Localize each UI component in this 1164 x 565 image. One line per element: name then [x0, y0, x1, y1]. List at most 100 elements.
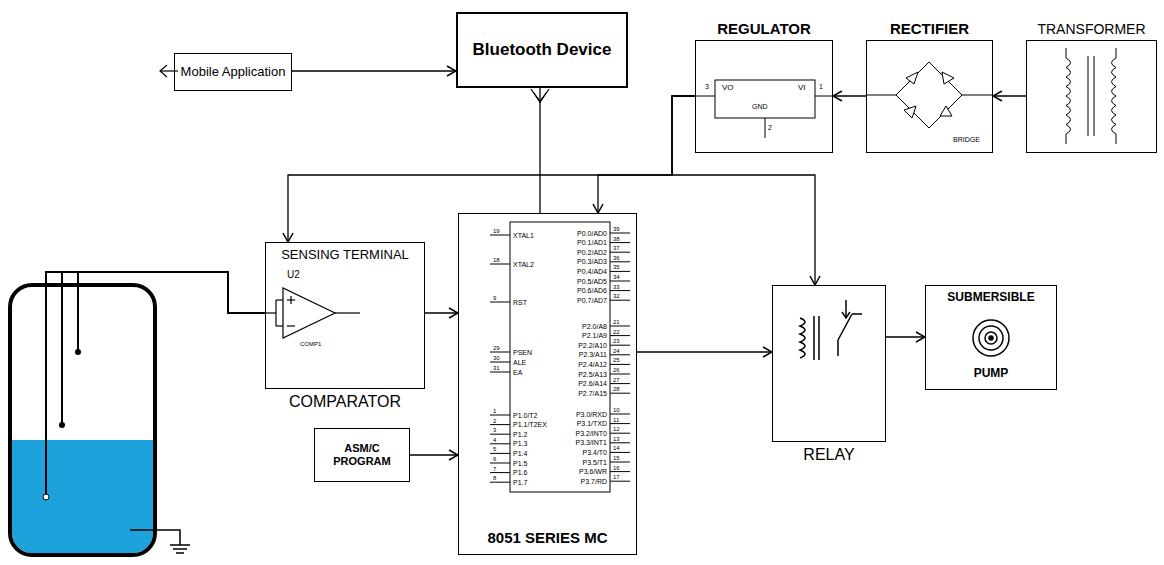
- connector: [637, 351, 772, 352]
- connector: [833, 95, 866, 96]
- regulator-symbol: [695, 80, 833, 138]
- pin-number: 5: [493, 446, 496, 452]
- pin-name: P3.5/T1: [582, 459, 607, 466]
- node-text: SUBMERSIBLE: [947, 291, 1034, 305]
- pin-number: 36: [613, 255, 620, 261]
- node-text: RECTIFIER: [890, 20, 969, 37]
- pin-name: P1.5: [513, 460, 527, 467]
- pin-name: P3.0/RXD: [576, 411, 607, 418]
- relay-symbol: [800, 300, 862, 360]
- connector: [886, 336, 925, 337]
- chip-outline: [510, 222, 610, 492]
- pin-number: 22: [613, 329, 620, 335]
- relay-box: RELAY: [772, 285, 886, 442]
- pin-number: 27: [613, 377, 620, 383]
- pin-number: 11: [613, 417, 619, 423]
- pin-name: P3.7/RD: [581, 478, 607, 485]
- probe-tips: [43, 349, 81, 500]
- pin-number: 34: [613, 274, 620, 280]
- pin-name: XTAL1: [513, 232, 534, 239]
- mobile-stub-arrow: [160, 65, 178, 77]
- connector: [410, 454, 458, 455]
- pin-name: P0.3/AD3: [577, 258, 607, 265]
- node-text: Mobile Application: [177, 65, 290, 80]
- pin-number: 7: [493, 466, 496, 472]
- pin-name: P1.0/T2: [513, 412, 538, 419]
- pin-name: P3.3/INT1: [575, 439, 607, 446]
- pin-number: 38: [613, 236, 620, 242]
- water: [12, 440, 153, 553]
- pin-number: 24: [613, 348, 620, 354]
- transformer-box: TRANSFORMER: [1026, 40, 1157, 153]
- ground-symbol: [130, 530, 190, 553]
- pin-name: P2.2/A10: [578, 342, 607, 349]
- pin-number: 32: [613, 293, 620, 299]
- part-label: VO: [722, 84, 734, 92]
- pin-number: 4: [493, 437, 496, 443]
- pin-number: 12: [613, 426, 620, 432]
- pin-name: P2.0/A8: [582, 323, 607, 330]
- connector: [598, 96, 695, 213]
- pin-name: P1.7: [513, 479, 527, 486]
- pin-number: 14: [613, 445, 620, 451]
- pin-number: 35: [613, 264, 620, 270]
- pin-name: P2.5/A13: [578, 371, 607, 378]
- pin-name: P2.6/A14: [578, 380, 607, 387]
- pin-name: PSEN: [513, 349, 532, 356]
- pin-number: 39: [613, 226, 620, 232]
- pin-name: ALE: [513, 359, 526, 366]
- node-text: SENSING TERMINAL: [281, 248, 409, 263]
- pin-number: 29: [493, 345, 500, 351]
- pump-symbol: [973, 320, 1009, 356]
- pin-number: 13: [613, 436, 620, 442]
- pin-number: 9: [493, 295, 496, 301]
- node-text: REGULATOR: [717, 20, 811, 37]
- pin-number: 2: [493, 418, 496, 424]
- pump-box: SUBMERSIBLE PUMP: [925, 285, 1057, 390]
- pin-number: 21: [613, 319, 620, 325]
- pin-name: EA: [513, 369, 522, 376]
- pin-name: P1.6: [513, 469, 527, 476]
- pin-name: P2.7/A15: [578, 390, 607, 397]
- pin-number: 19: [493, 228, 500, 234]
- pin-name: P0.2/AD2: [577, 249, 607, 256]
- connector: [672, 96, 815, 285]
- pin-number: 18: [493, 257, 500, 263]
- pin-name: P1.3: [513, 440, 527, 447]
- pin-name: P2.3/A11: [579, 351, 607, 358]
- connector: [425, 312, 458, 313]
- node-text: Bluetooth Device: [469, 40, 616, 60]
- connector: [539, 88, 540, 213]
- part-label: GND: [752, 103, 768, 110]
- pin-name: P0.7/AD7: [577, 297, 607, 304]
- part-label: BRIDGE: [953, 136, 980, 143]
- comparator-box: SENSING TERMINALCOMPARATOR: [265, 242, 425, 389]
- node-text: COMPARATOR: [289, 393, 401, 411]
- pin-number: 23: [613, 338, 620, 344]
- pin-name: RST: [513, 299, 527, 306]
- bluetooth-box: Bluetooth Device: [456, 12, 628, 88]
- pin-name: P3.1/TXD: [577, 420, 607, 427]
- node-text: PUMP: [974, 367, 1009, 381]
- pin-name: P3.6/WR: [579, 468, 607, 475]
- transformer-symbol: [1066, 48, 1116, 144]
- pin-number: 25: [613, 357, 620, 363]
- pin-number: 37: [613, 245, 620, 251]
- pin-number: 26: [613, 367, 620, 373]
- part-label: 2: [768, 124, 772, 131]
- pin-name: P1.2: [513, 431, 527, 438]
- pin-name: P1.4: [513, 450, 527, 457]
- pin-name: P0.0/AD0: [577, 230, 607, 237]
- part-label: VI: [798, 84, 806, 92]
- microcontroller-box: 8051 SERIES MC: [458, 213, 637, 555]
- pin-number: 15: [613, 455, 620, 461]
- connector: [292, 70, 456, 71]
- probe-wires: [46, 272, 265, 497]
- pin-number: 8: [493, 475, 496, 481]
- pin-number: 31: [493, 365, 500, 371]
- program-box: ASM/C PROGRAM: [314, 428, 410, 482]
- pin-number: 28: [613, 386, 620, 392]
- part-label: 3: [705, 83, 709, 90]
- pin-number: 10: [613, 407, 620, 413]
- app-box: Mobile Application: [174, 53, 292, 91]
